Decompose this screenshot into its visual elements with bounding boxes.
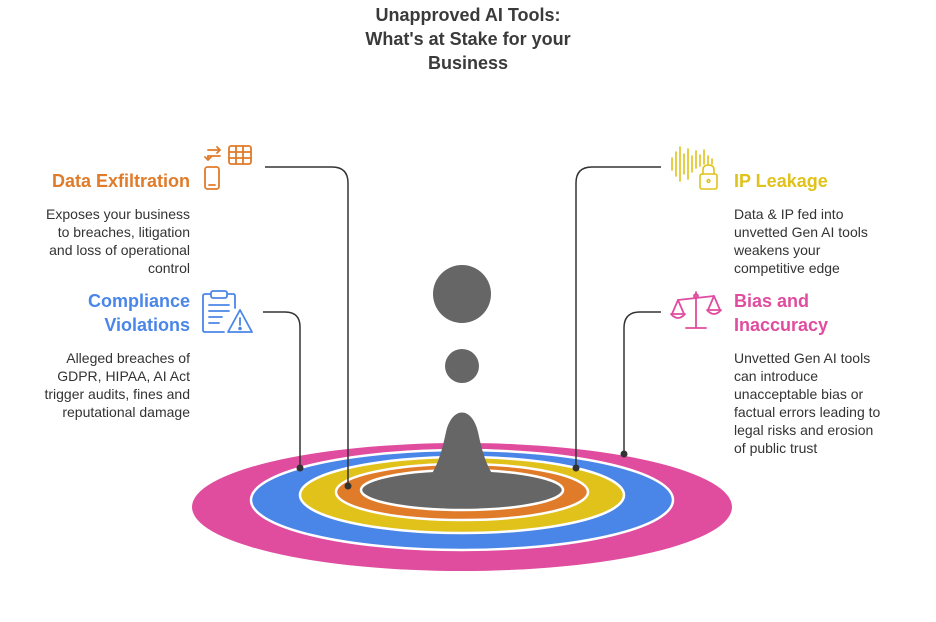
description-line: trigger audits, fines and xyxy=(44,386,190,402)
title-line: Business xyxy=(427,53,509,73)
connector-dot-data-exfiltration xyxy=(344,482,352,490)
connector-dot-bias-inaccuracy xyxy=(620,450,628,458)
description-line: competitive edge xyxy=(734,260,840,276)
description-line: unacceptable bias or xyxy=(734,386,864,402)
heading-line: Compliance xyxy=(87,291,190,311)
heading-ip-leakage: IP Leakage xyxy=(734,169,914,193)
connector-ip-leakage xyxy=(575,166,661,468)
connector-bias-inaccuracy xyxy=(623,311,661,454)
connector-compliance-violations xyxy=(263,311,301,468)
document-warning-icon xyxy=(202,290,253,333)
heading-compliance-violations: Compliance Violations xyxy=(20,289,190,337)
scales-icon xyxy=(670,291,722,329)
splash-peak xyxy=(402,412,522,492)
description-line: legal risks and erosion xyxy=(734,422,874,438)
heading-data-exfiltration: Data Exfiltration xyxy=(20,169,190,193)
description-line: factual errors leading to xyxy=(734,404,881,420)
heading-line: Violations xyxy=(104,315,190,335)
description-line: Alleged breaches of xyxy=(66,350,190,366)
connector-data-exfiltration xyxy=(265,166,349,486)
description-line: Exposes your business xyxy=(46,206,190,222)
data-transfer-icon xyxy=(204,145,252,190)
heading-line: Inaccuracy xyxy=(734,315,829,335)
description-line: reputational damage xyxy=(62,404,190,420)
heading-bias-inaccuracy: Bias and Inaccuracy xyxy=(734,289,914,337)
heading-line: Bias and xyxy=(734,291,810,311)
audio-lock-icon xyxy=(671,146,718,190)
description-line: GDPR, HIPAA, AI Act xyxy=(57,368,190,384)
description-line: Data & IP fed into xyxy=(734,206,844,222)
droplet-small xyxy=(445,349,479,383)
description-line: control xyxy=(147,260,190,276)
description-line: unvetted Gen AI tools xyxy=(734,224,868,240)
description-line: Unvetted Gen AI tools xyxy=(734,350,871,366)
description-line: weakens your xyxy=(734,242,821,258)
description-bias-inaccuracy: Unvetted Gen AI tools can introduce unac… xyxy=(734,349,930,457)
heading-line: Data Exfiltration xyxy=(51,171,190,191)
description-line: to breaches, litigation xyxy=(57,224,190,240)
title-line: What's at Stake for your xyxy=(365,29,571,49)
description-line: of public trust xyxy=(734,440,818,456)
description-data-exfiltration: Exposes your business to breaches, litig… xyxy=(10,205,190,277)
droplet-large xyxy=(433,265,491,323)
description-ip-leakage: Data & IP fed into unvetted Gen AI tools… xyxy=(734,205,924,277)
description-line: and loss of operational xyxy=(49,242,190,258)
connector-dot-compliance-violations xyxy=(296,464,304,472)
description-line: can introduce xyxy=(734,368,819,384)
title-line: Unapproved AI Tools: xyxy=(375,5,561,25)
connector-dot-ip-leakage xyxy=(572,464,580,472)
description-compliance-violations: Alleged breaches of GDPR, HIPAA, AI Act … xyxy=(10,349,190,421)
heading-line: IP Leakage xyxy=(734,171,828,191)
diagram-title: Unapproved AI Tools: What's at Stake for… xyxy=(318,3,618,75)
